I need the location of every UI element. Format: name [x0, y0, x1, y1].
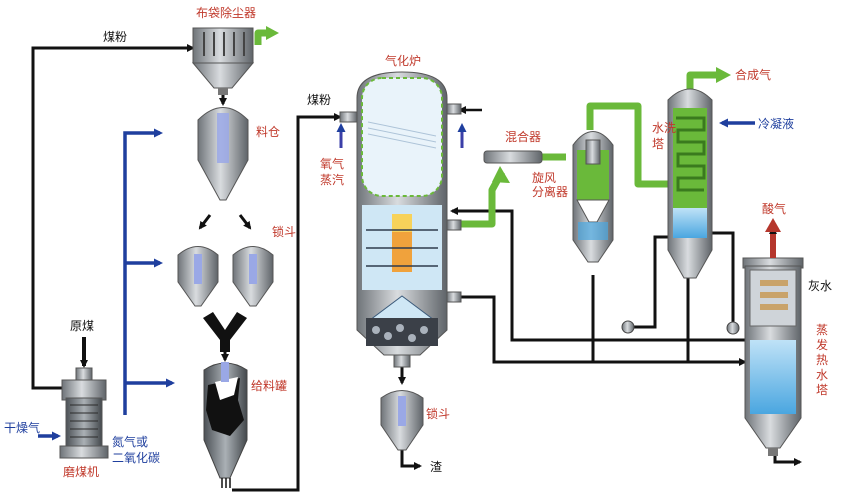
- green-pipes: [254, 29, 718, 228]
- bag-filter: [191, 27, 255, 95]
- valve-2: [726, 321, 740, 335]
- lock-hopper-left: [177, 246, 219, 307]
- coal-mill: [59, 337, 109, 459]
- valve: [621, 320, 635, 334]
- label-evap-1: 蒸: [816, 323, 828, 337]
- arrow-bin-right: [238, 214, 252, 230]
- label-evap-2: 发: [816, 337, 828, 352]
- label-syngas: 合成气: [735, 67, 771, 82]
- pipe-gasifier-to-evap: [458, 295, 747, 366]
- label-acid-gas: 酸气: [762, 201, 786, 216]
- evaporation-tower: [742, 257, 804, 456]
- label-mill: 磨煤机: [63, 465, 99, 479]
- label-lock-hopper-2: 锁斗: [426, 406, 450, 421]
- pipe-wash-to-syngas: [686, 71, 718, 92]
- gasifier: [339, 71, 462, 368]
- pipe-return-1: [450, 207, 745, 342]
- black-pipes: [31, 44, 802, 492]
- label-mixer: 混合器: [505, 129, 541, 144]
- pipe-cyclone-to-wash: [586, 102, 672, 188]
- label-coal-powder-in: 煤粉: [307, 93, 331, 107]
- green-arrow-exhaust: [266, 26, 279, 40]
- label-wash-line2: 塔: [652, 137, 664, 151]
- label-dry-gas: 干燥气: [4, 420, 40, 435]
- label-nitrogen-co2: 氮气或 二氧化碳: [112, 434, 160, 465]
- label-bag-filter: 布袋除尘器: [196, 5, 256, 20]
- green-arrow-to-mixer: [492, 166, 510, 183]
- y-merge-symbol: [203, 312, 247, 352]
- label-evap-tower: 蒸 发 热 水 塔: [816, 323, 832, 397]
- green-arrow-syngas: [716, 67, 731, 83]
- pipe-hopper2-slag: [400, 449, 422, 470]
- label-wash-line1: 水洗: [652, 121, 676, 135]
- label-wash-tower: 水洗 塔: [652, 121, 680, 151]
- label-slag: 渣: [430, 460, 442, 474]
- label-raw-coal: 原煤: [70, 319, 94, 333]
- label-condensate: 冷凝液: [758, 116, 794, 131]
- label-coal-powder-top: 煤粉: [103, 30, 127, 44]
- water-wash-tower: [667, 88, 713, 279]
- label-cyclone: 旋风 分离器: [532, 171, 568, 199]
- label-oxygen-line1: 氧气: [320, 156, 344, 171]
- labels: 布袋除尘器 煤粉 料仓 锁斗 给料罐 原煤 干燥气 磨煤机 氮气或 二氧化碳 气…: [4, 5, 832, 479]
- pipe-feed-to-gasifier: [232, 113, 342, 492]
- pipe-wash-right: [710, 231, 735, 325]
- label-cyclone-line2: 分离器: [532, 184, 568, 199]
- label-evap-3: 热: [816, 353, 828, 367]
- label-feed-tank: 给料罐: [251, 379, 287, 393]
- label-coal-bin: 料仓: [256, 125, 280, 139]
- acid-gas-head: [765, 218, 781, 232]
- label-n2-line1: 氮气或: [112, 434, 148, 449]
- label-cyclone-line1: 旋风: [532, 171, 556, 185]
- label-oxygen-steam: 氧气 蒸汽: [320, 156, 348, 187]
- pipe-filter-exhaust: [254, 29, 268, 45]
- pipe-wash-return: [630, 235, 672, 329]
- cyclone: [572, 131, 614, 263]
- mixer: [483, 150, 543, 164]
- pipe-mill-to-filter: [31, 44, 195, 390]
- label-oxygen-line2: 蒸汽: [320, 172, 344, 187]
- label-gasifier: 气化炉: [385, 53, 421, 68]
- coal-bin: [197, 107, 249, 201]
- lock-hopper-right: [232, 246, 274, 307]
- label-grey-water: 灰水: [808, 279, 832, 293]
- feed-tank: [203, 362, 248, 488]
- pipe-evap-bottom: [773, 452, 802, 466]
- label-evap-5: 塔: [816, 383, 828, 397]
- label-evap-4: 水: [816, 368, 828, 382]
- pipe-n2-co2: [123, 128, 163, 415]
- label-n2-line2: 二氧化碳: [112, 451, 160, 465]
- arrow-bin-left: [198, 214, 212, 230]
- lock-hopper-bottom: [380, 390, 424, 451]
- label-lock-hopper-1: 锁斗: [272, 224, 296, 239]
